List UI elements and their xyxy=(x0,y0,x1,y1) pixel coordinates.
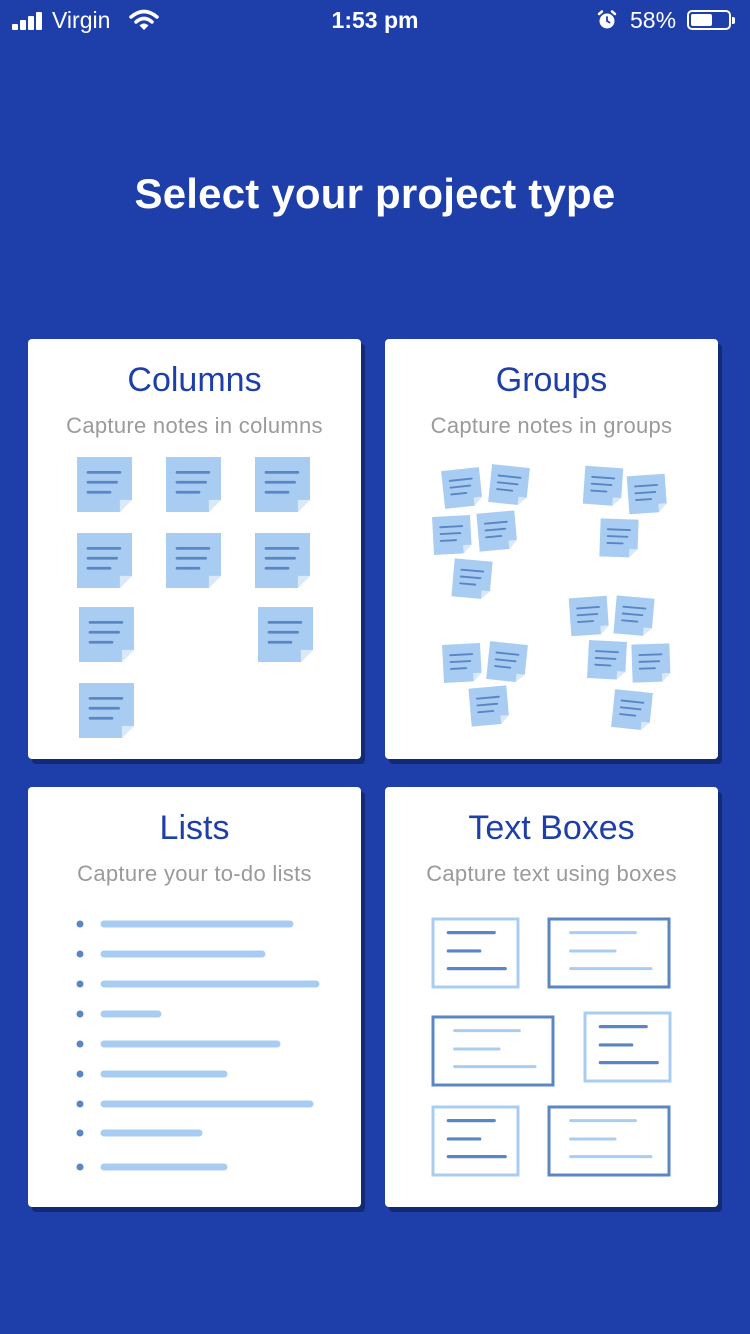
card-title: Groups xyxy=(495,361,608,399)
wifi-icon xyxy=(129,9,159,30)
card-title: Lists xyxy=(159,809,230,847)
status-bar: Virgin 1:53 pm 58% xyxy=(0,0,750,40)
lists-illustration xyxy=(76,920,320,1171)
text-box-icon xyxy=(583,1011,672,1083)
status-time: 1:53 pm xyxy=(331,7,419,33)
sticky-note-icon xyxy=(255,533,310,588)
list-row-icon xyxy=(76,920,294,928)
project-type-lists[interactable]: Lists Capture your to-do lists xyxy=(28,787,361,1207)
sticky-note-icon xyxy=(582,465,624,506)
sticky-note-icon xyxy=(79,683,134,738)
sticky-note-icon xyxy=(599,518,639,558)
sticky-note-icon xyxy=(613,595,655,636)
page-title: Select your project type xyxy=(134,170,616,217)
sticky-note-icon xyxy=(611,689,653,731)
signal-bars-icon xyxy=(12,12,48,30)
sticky-note-icon xyxy=(77,533,132,588)
groups-illustration xyxy=(432,464,671,731)
sticky-note-icon xyxy=(568,595,609,637)
list-row-icon xyxy=(76,1070,228,1078)
card-title: Text Boxes xyxy=(468,809,635,847)
list-row-icon xyxy=(76,1010,162,1018)
sticky-note-icon xyxy=(451,558,493,599)
list-row-icon xyxy=(76,980,320,988)
sticky-note-icon xyxy=(587,640,627,680)
sticky-note-icon xyxy=(166,533,221,588)
sticky-note-icon xyxy=(79,607,134,662)
sticky-note-icon xyxy=(255,457,310,512)
project-type-text-boxes[interactable]: Text Boxes Capture text using boxes xyxy=(385,787,718,1207)
text-box-icon xyxy=(431,917,520,989)
sticky-note-icon xyxy=(432,515,472,555)
list-row-icon xyxy=(76,950,266,958)
sticky-note-icon xyxy=(631,643,671,683)
list-row-icon xyxy=(76,1163,228,1171)
sticky-note-icon xyxy=(166,457,221,512)
card-subtitle: Capture notes in columns xyxy=(66,413,323,438)
text-box-icon xyxy=(547,1105,671,1177)
list-row-icon xyxy=(76,1100,314,1108)
sticky-note-icon xyxy=(258,607,313,662)
text-box-icon xyxy=(431,1105,520,1177)
text-boxes-illustration xyxy=(431,917,672,1177)
card-subtitle: Capture notes in groups xyxy=(430,413,673,438)
list-row-icon xyxy=(76,1040,281,1048)
text-box-icon xyxy=(431,1015,555,1087)
columns-illustration xyxy=(77,457,313,738)
sticky-note-icon xyxy=(486,641,528,683)
text-box-icon xyxy=(547,917,671,989)
sticky-note-icon xyxy=(626,473,667,515)
sticky-note-icon xyxy=(442,643,482,683)
list-row-icon xyxy=(76,1129,203,1137)
battery-percentage: 58% xyxy=(630,7,677,33)
sticky-note-icon xyxy=(476,510,517,552)
alarm-icon xyxy=(597,10,617,29)
sticky-note-icon xyxy=(441,467,483,509)
card-subtitle: Capture your to-do lists xyxy=(77,861,312,886)
project-type-columns[interactable]: Columns Capture notes in columns xyxy=(28,339,361,759)
battery-icon xyxy=(687,10,735,30)
card-title: Columns xyxy=(127,361,262,399)
card-subtitle: Capture text using boxes xyxy=(426,861,677,886)
sticky-note-icon xyxy=(468,685,509,727)
sticky-note-icon xyxy=(77,457,132,512)
sticky-note-icon xyxy=(488,464,530,506)
project-type-groups[interactable]: Groups Capture notes in groups xyxy=(385,339,718,759)
carrier-name: Virgin xyxy=(52,7,111,33)
